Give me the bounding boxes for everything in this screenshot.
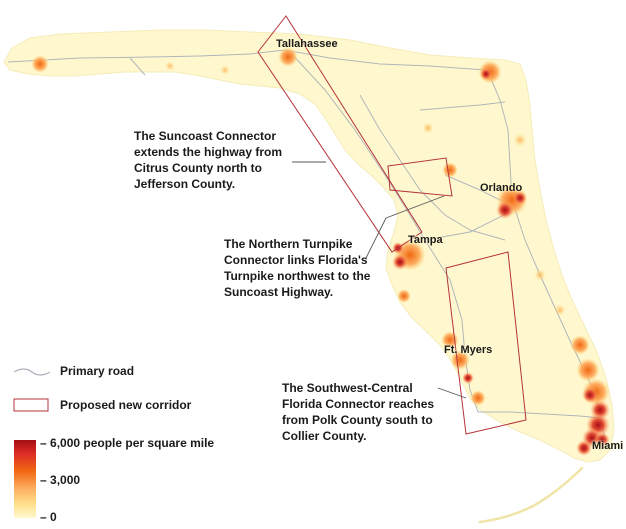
city-label-ft-myers: Ft. Myers — [444, 344, 493, 356]
northern-turnpike-note: The Northern Turnpike Connector links Fl… — [224, 236, 370, 300]
legend-proposed-corridor-label: Proposed new corridor — [60, 398, 192, 412]
northern-turnpike-corridor — [387, 157, 453, 197]
note-line: The Southwest-Central — [282, 381, 413, 395]
note-line: extends the highway from — [134, 145, 283, 159]
note-line: The Suncoast Connector — [134, 129, 277, 143]
density-mid-label: 3,000 — [50, 473, 81, 487]
city-label-orlando: Orlando — [480, 182, 523, 194]
note-line: from Polk County south to — [282, 413, 433, 427]
southwest-central-corridor — [445, 251, 527, 435]
note-line: Suncoast Highway. — [224, 285, 334, 299]
southwest-central-note: The Southwest-Central Florida Connector … — [282, 380, 434, 444]
legend-corridor-symbol — [13, 398, 49, 412]
legend-primary-road-label: Primary road — [60, 364, 135, 378]
note-line: Jefferson County. — [134, 177, 236, 191]
note-line: Turnpike northwest to the — [224, 269, 371, 283]
note-line: Citrus County north to — [134, 161, 262, 175]
density-low-label: 0 — [50, 510, 57, 524]
suncoast-note: The Suncoast Connector extends the highw… — [134, 128, 282, 192]
florida-keys — [478, 466, 584, 524]
population-density — [31, 47, 610, 456]
density-tick-mid: – 3,000 — [40, 473, 81, 487]
note-line: Collier County. — [282, 429, 367, 443]
legend-road-symbol — [13, 368, 51, 376]
city-label-tampa: Tampa — [408, 234, 443, 246]
note-line: Connector links Florida's — [224, 253, 368, 267]
city-label-miami: Miami — [592, 440, 624, 452]
density-color-ramp — [14, 440, 36, 518]
density-high-label: 6,000 people per square mile — [50, 436, 215, 450]
suncoast-corridor — [257, 15, 423, 253]
city-label-tallahassee: Tallahassee — [276, 38, 338, 50]
density-tick-high: – 6,000 people per square mile — [40, 436, 215, 450]
note-line: The Northern Turnpike — [224, 237, 353, 251]
density-tick-low: – 0 — [40, 510, 57, 524]
leader-lines — [292, 161, 467, 399]
proposed-corridors — [257, 15, 527, 435]
note-line: Florida Connector reaches — [282, 397, 435, 411]
